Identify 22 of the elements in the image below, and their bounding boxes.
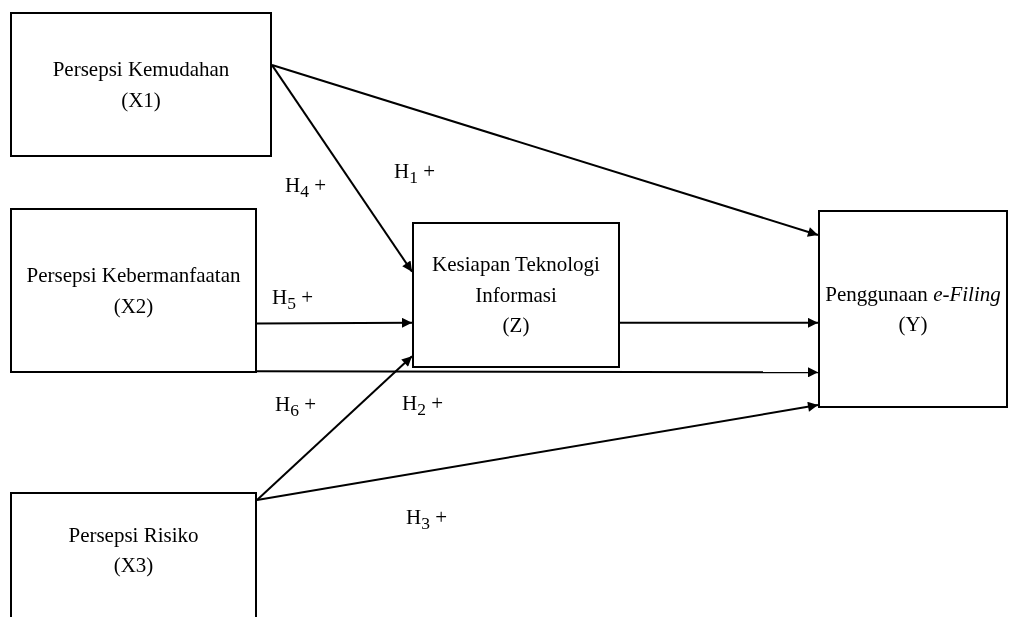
variable-box (10, 208, 257, 373)
arrow (256, 401, 819, 501)
variable-code: (X2) (113, 292, 154, 320)
variable-name: Persepsi Kemudahan (52, 56, 230, 84)
arrow (256, 317, 413, 328)
variable-code: (X1) (121, 86, 161, 114)
variable-box (412, 222, 620, 368)
arrow (619, 317, 819, 328)
variable-box (818, 210, 1008, 408)
arrow (256, 367, 819, 378)
variable-code: (Z) (502, 312, 530, 340)
variable-name: Persepsi Kebermanfaatan (26, 262, 241, 290)
variable-name: Penggunaan e-Filing (825, 280, 1001, 308)
variable-name: Kesiapan Teknologi Informasi (431, 251, 601, 309)
variable-box (10, 12, 272, 157)
arrow (271, 64, 413, 273)
variable-name: Persepsi Risiko (68, 522, 199, 549)
arrow (271, 64, 819, 237)
arrow (256, 355, 413, 501)
variable-code: (Y) (898, 311, 928, 338)
variable-code: (X3) (113, 552, 154, 580)
variable-box (10, 492, 257, 617)
